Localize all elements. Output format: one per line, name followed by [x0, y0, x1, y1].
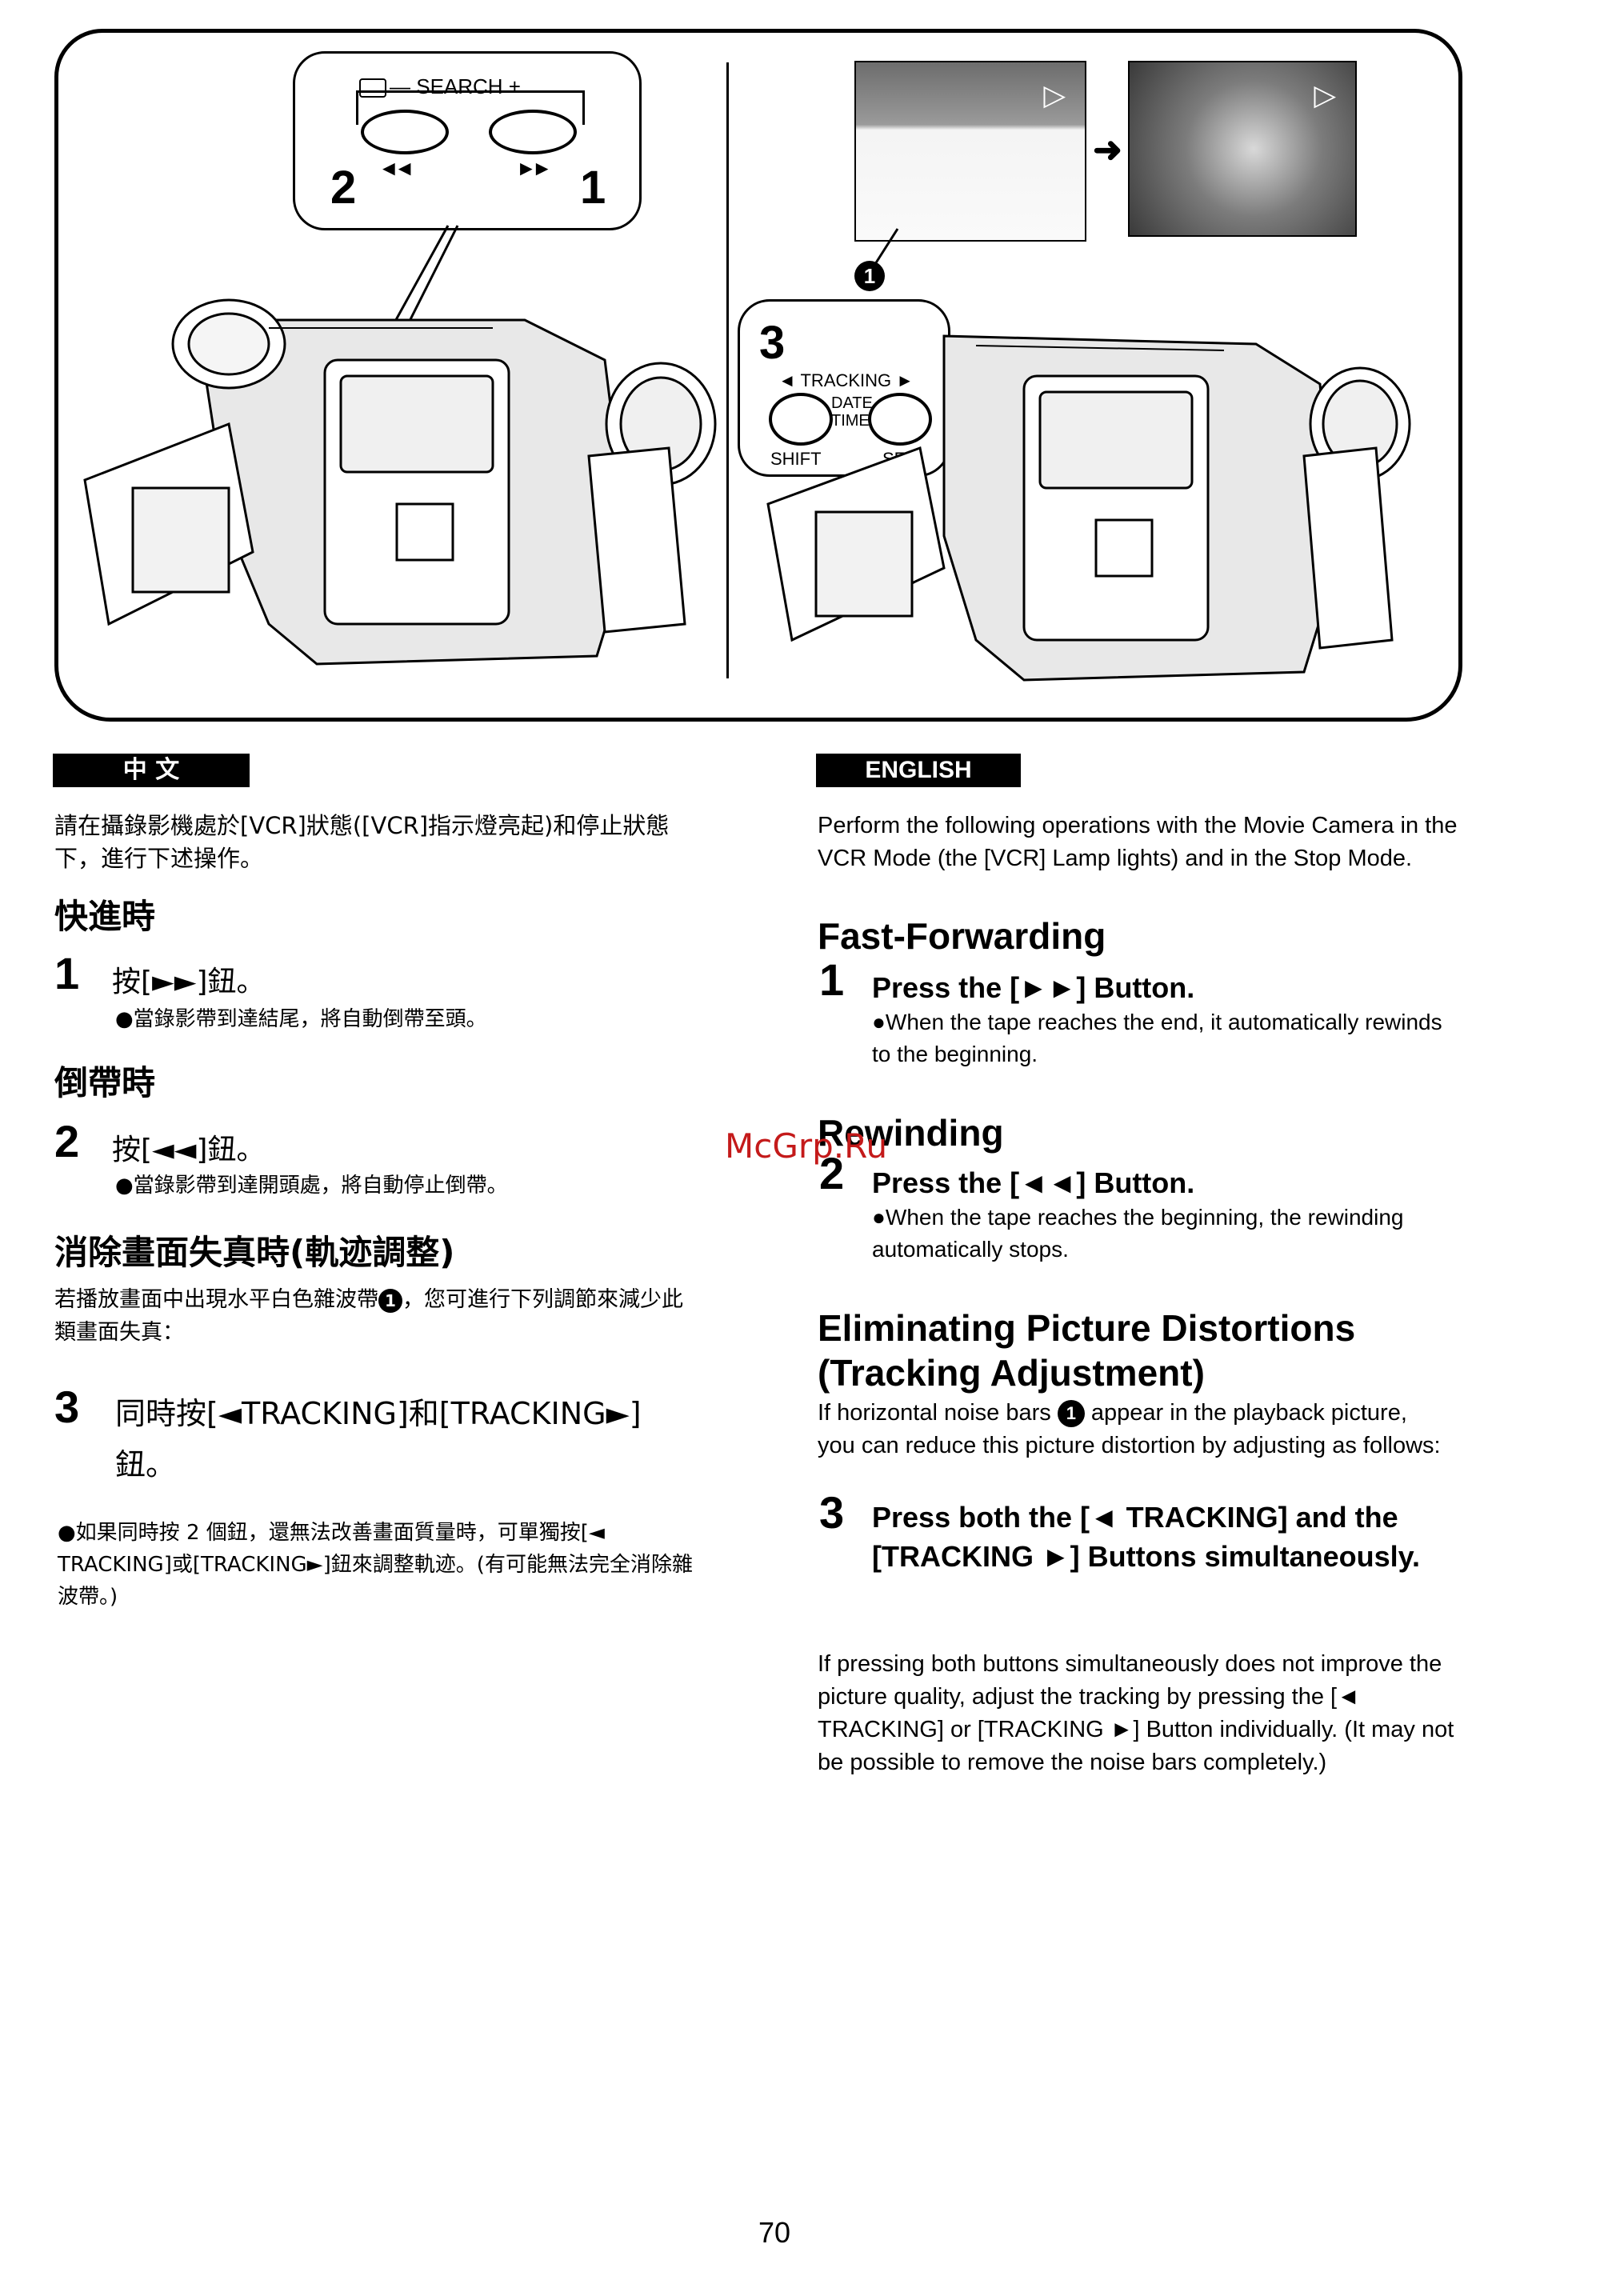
watermark: McGrp.Ru: [725, 1126, 888, 1166]
english-step1-number: 1: [819, 954, 845, 1005]
fast-forward-arrow-icon: ►►: [516, 156, 553, 180]
chinese-step3-line1: 同時按[◄TRACKING]和[TRACKING►]: [115, 1396, 642, 1431]
chinese-step1-text: 按[►►]鈕。: [112, 966, 266, 998]
chinese-step2-bullet: ●當錄影帶到達開頭處，將自動停止倒帶。: [115, 1174, 508, 1198]
english-tracking-intro: If horizontal noise bars 1 appear in the…: [818, 1397, 1442, 1462]
english-tracking-intro-a: If horizontal noise bars: [818, 1400, 1051, 1426]
english-step3-text: Press both the [◄ TRACKING] and the [TRA…: [872, 1501, 1420, 1573]
rewind-arrow-icon: ◄◄: [378, 156, 415, 180]
english-tracking-heading-2: (Tracking Adjustment): [818, 1352, 1205, 1394]
noise-bar-marker: 1: [854, 261, 885, 291]
english-step1-bullet: ●When the tape reaches the end, it autom…: [872, 1010, 1442, 1066]
shift-label: SHIFT: [770, 449, 822, 469]
chinese-step1-bullet: ●當錄影帶到達結尾，將自動倒帶至頭。: [115, 1007, 487, 1031]
chinese-step3-line2: 鈕。: [115, 1447, 177, 1482]
chinese-tracking-intro-b: ，您可進行下列調節來減少此類畫面失真：: [54, 1287, 683, 1345]
callout-step-3: 3: [759, 317, 786, 369]
chinese-section-banner: 中 文: [53, 754, 250, 787]
fast-forward-button-drawing: [489, 110, 577, 154]
english-step1-text: Press the [►►] Button.: [872, 971, 1195, 1004]
noise-bar-marker-inline: 1: [378, 1288, 402, 1313]
search-buttons-callout: — SEARCH + ◄◄ ►► 2 1: [293, 51, 642, 230]
chinese-rw-heading: 倒帶時: [54, 1063, 156, 1102]
chinese-step2-number: 2: [54, 1116, 80, 1166]
noise-bar-marker-inline: 1: [1057, 1400, 1085, 1428]
chinese-step2-text: 按[◄◄]鈕。: [112, 1134, 266, 1166]
camcorder-right-illustration: [766, 334, 1411, 682]
camcorder-left-illustration: [83, 298, 717, 666]
clear-screen-thumbnail: ▷: [1128, 61, 1357, 237]
chinese-note: ●如果同時按 2 個鈕，還無法改善畫面質量時，可單獨按[◄ TRACKING]或…: [58, 1521, 693, 1609]
english-section-banner: ENGLISH: [816, 754, 1021, 787]
chinese-intro: 請在攝錄影機處於[VCR]狀態([VCR]指示燈亮起)和停止狀態下，進行下述操作…: [54, 812, 670, 872]
chinese-tracking-heading: 消除畫面失真時(軌迹調整): [54, 1233, 455, 1272]
noise-pointer: [874, 228, 899, 265]
callout-step-2: 2: [330, 162, 357, 214]
play-indicator-icon: ▷: [1043, 78, 1066, 111]
panel-divider: [726, 62, 729, 678]
english-ff-heading: Fast-Forwarding: [818, 915, 1106, 957]
english-note: If pressing both buttons simultaneously …: [818, 1651, 1454, 1775]
callout-step-1: 1: [580, 162, 606, 214]
date-time-label: DATE TIME: [831, 394, 873, 430]
tracking-buttons-callout: 3 ◄ TRACKING ► DATE TIME SHIFT SET: [738, 299, 950, 477]
english-step2-text: Press the [◄◄] Button.: [872, 1166, 1195, 1199]
play-indicator-icon: ▷: [1314, 78, 1336, 111]
noisy-screen-thumbnail: ▷: [854, 61, 1086, 242]
tracking-right-button-drawing: [868, 393, 932, 446]
search-bracket: [356, 90, 585, 125]
tracking-left-button-drawing: [769, 393, 833, 446]
english-step2-number: 2: [819, 1148, 845, 1198]
english-rw-heading: Rewinding: [818, 1112, 1004, 1154]
search-label: — SEARCH +: [359, 74, 521, 99]
edit-search-icon: [359, 78, 386, 98]
english-step3-number: 3: [819, 1487, 845, 1538]
chinese-tracking-intro-a: 若播放畫面中出現水平白色雜波帶: [54, 1287, 378, 1312]
chinese-step3-number: 3: [54, 1382, 80, 1432]
arrow-right-icon: ➜: [1093, 130, 1122, 170]
rewind-button-drawing: [361, 110, 449, 154]
tracking-label: ◄ TRACKING ►: [778, 370, 914, 390]
page-number: 70: [758, 2216, 791, 2249]
english-intro: Perform the following operations with th…: [818, 813, 1458, 871]
english-tracking-heading-1: Eliminating Picture Distortions: [818, 1307, 1356, 1349]
chinese-ff-heading: 快進時: [54, 897, 156, 936]
english-step2-bullet: ●When the tape reaches the beginning, th…: [872, 1205, 1404, 1262]
chinese-step1-number: 1: [54, 948, 80, 998]
english-tracking-intro-b: appear in the playback picture, you can …: [818, 1400, 1441, 1458]
